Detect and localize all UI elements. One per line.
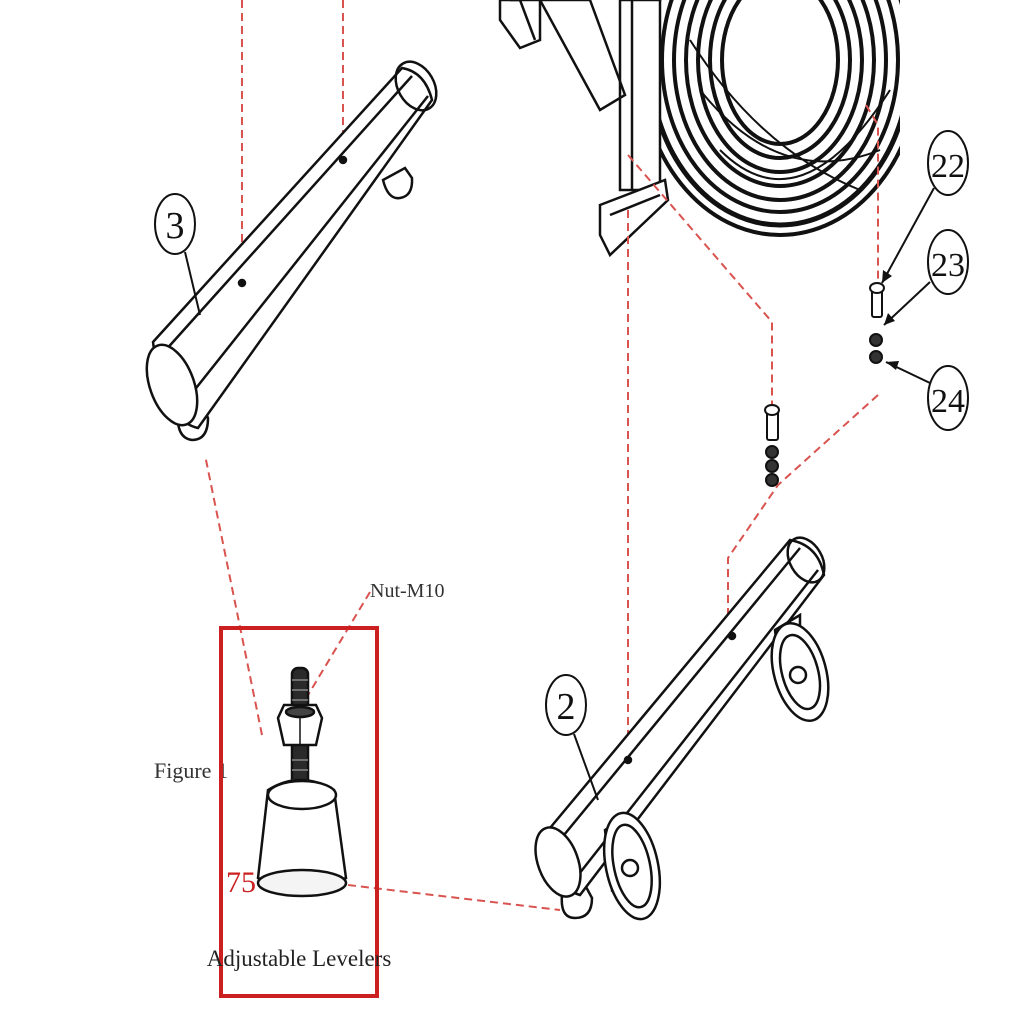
nut-label: Nut-M10 bbox=[370, 580, 444, 602]
callout-22-text: 22 bbox=[931, 148, 965, 185]
hardware-stack-left bbox=[764, 404, 780, 487]
callout-3: 3 bbox=[154, 193, 201, 316]
callout-3-text: 3 bbox=[166, 205, 185, 247]
callout-24: 24 bbox=[885, 361, 969, 431]
figure-1-highlight-box bbox=[219, 626, 379, 998]
hardware-stack-right bbox=[869, 282, 885, 364]
wheel-front bbox=[602, 811, 662, 921]
levelers-caption: Adjustable Levelers bbox=[207, 946, 392, 971]
figure-label: Figure 1 bbox=[154, 758, 228, 783]
part-75-label: 75 bbox=[226, 866, 256, 899]
callout-22: 22 bbox=[881, 130, 969, 284]
callout-23: 23 bbox=[883, 229, 969, 326]
wheel-rear bbox=[770, 612, 830, 723]
base-tube-2 bbox=[534, 536, 826, 920]
callout-24-text: 24 bbox=[931, 383, 965, 420]
frame-post bbox=[498, 0, 670, 258]
callout-23-text: 23 bbox=[931, 247, 965, 284]
callout-2: 2 bbox=[545, 674, 599, 801]
base-tube-3 bbox=[145, 60, 438, 442]
adjustable-leveler bbox=[256, 666, 348, 898]
callout-2-text: 2 bbox=[557, 686, 576, 728]
